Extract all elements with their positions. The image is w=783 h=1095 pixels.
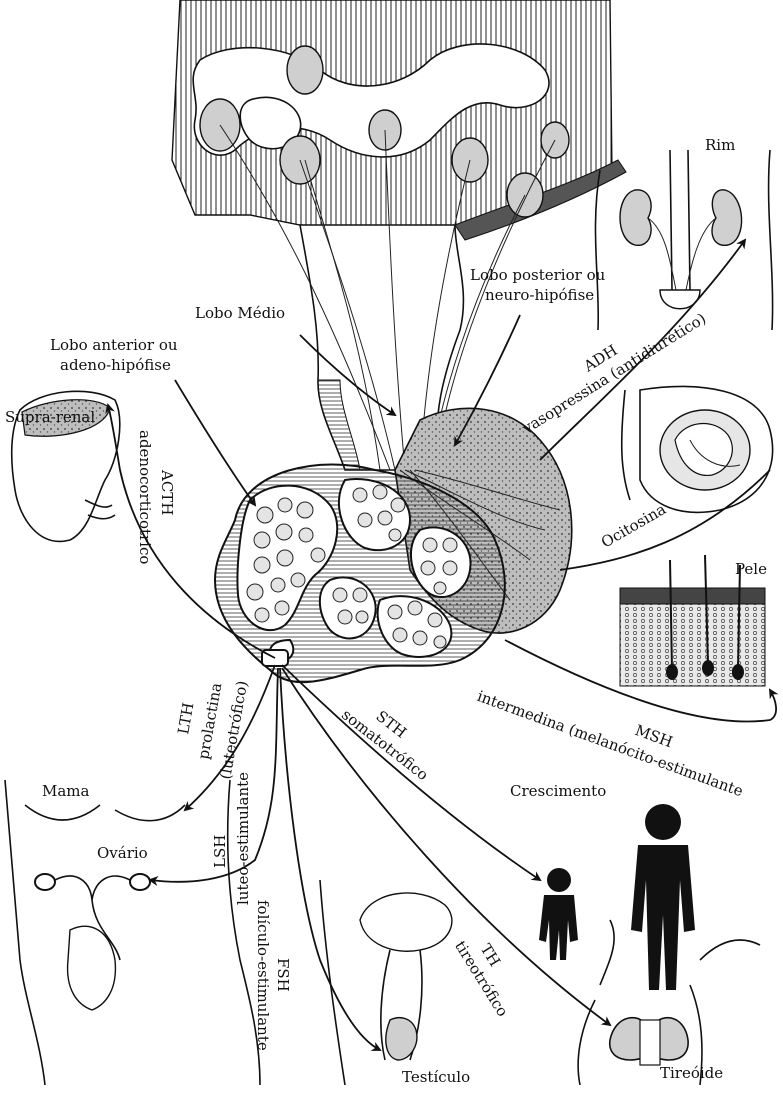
label-pele: Pele [735,560,767,578]
hypothalamus [172,0,626,240]
growth-silhouettes [539,804,695,990]
label-crescimento: Crescimento [510,782,606,800]
label-foliculo-estimulante: folículo-estimulante [254,900,272,1051]
label-lobo-anterior-line2: adeno-hipófise [60,356,171,374]
label-lobo-anterior-line1: Lobo anterior ou [50,336,178,354]
male-organ-illustration [320,880,452,1085]
label-fsh: FSH [274,958,292,992]
label-lobo-posterior-line1: Lobo posterior ou [470,266,606,284]
female-torso-illustration [5,780,260,1085]
label-ocitosina: Ocitosina [598,500,669,551]
lobo-anterior-pointer [175,380,255,505]
label-lsh: LSH [211,835,229,868]
uterus-illustration [622,386,773,512]
label-testiculo: Testículo [402,1068,470,1086]
label-luteo-estimulante: luteo-estimulante [234,772,252,905]
label-mama: Mama [42,782,90,800]
label-supra-renal: Supra-renal [5,408,95,426]
label-rim: Rim [705,136,735,154]
label-acth: ACTH [158,469,176,515]
label-lth: LTH [174,701,197,735]
kidney-illustration [595,150,772,330]
label-tireoide: Tireóide [660,1064,723,1082]
label-adenocorticotrico: adenocorticotrico [136,430,154,564]
label-lobo-posterior-line2: neuro-hipófise [485,286,594,304]
label-lobo-medio: Lobo Médio [195,304,285,322]
label-ovario: Ovário [97,844,148,862]
